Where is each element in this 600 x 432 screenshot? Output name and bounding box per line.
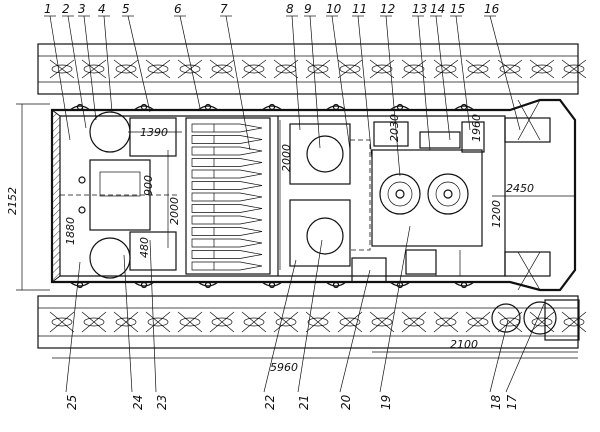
- dim-2030: 2030: [388, 114, 401, 142]
- dimension-labels: 2152 1390 1880 2000 2000 2030 1960 2450 …: [6, 114, 534, 374]
- callout-10: 10: [326, 2, 342, 16]
- callout-11: 11: [352, 2, 367, 16]
- transmission-compartment: [491, 99, 580, 341]
- dim-1390: 1390: [140, 126, 168, 139]
- callout-17: 17: [505, 394, 519, 410]
- callout-4: 4: [98, 2, 106, 16]
- callout-22: 22: [263, 395, 277, 410]
- dim-track-length: 2100: [450, 338, 478, 351]
- fighting-compartment: [277, 116, 371, 276]
- callout-9: 9: [304, 2, 312, 16]
- callout-5: 5: [122, 2, 130, 16]
- callout-14: 14: [430, 2, 445, 16]
- callout-18: 18: [489, 394, 503, 410]
- callout-1: 1: [44, 2, 52, 16]
- driver-compartment: [60, 111, 180, 279]
- callout-8: 8: [286, 2, 294, 16]
- dimension-lines: [16, 103, 578, 359]
- callout-19: 19: [379, 395, 393, 410]
- callout-16: 16: [484, 2, 500, 16]
- callout-25: 25: [65, 395, 79, 410]
- dim-2000-mid: 2000: [280, 144, 293, 172]
- dim-480: 480: [138, 237, 151, 258]
- bottom-track: [37, 295, 587, 349]
- callout-2: 2: [62, 2, 70, 16]
- engine-fan-left: [379, 173, 421, 215]
- callout-23: 23: [155, 395, 169, 410]
- dim-1200: 1200: [490, 200, 503, 228]
- engine-fan-right: [427, 173, 469, 215]
- callout-15: 15: [450, 2, 465, 16]
- engine-compartment: [351, 121, 485, 283]
- dim-900: 900: [142, 175, 155, 196]
- callout-12: 12: [380, 2, 395, 16]
- ammunition-rack: [185, 117, 271, 275]
- dim-2000-left: 2000: [168, 197, 181, 225]
- dim-overall-length: 5960: [270, 361, 298, 374]
- dim-1960: 1960: [470, 114, 483, 142]
- commander-hatch: [306, 135, 344, 173]
- callout-7: 7: [220, 2, 228, 16]
- callout-20: 20: [339, 394, 353, 410]
- bottom-track-links: [49, 311, 587, 333]
- callout-6: 6: [174, 2, 182, 16]
- gunner-hatch: [306, 217, 344, 255]
- callout-13: 13: [412, 2, 427, 16]
- drive-sprocket: [491, 303, 521, 333]
- dim-hull-width: 2152: [6, 187, 19, 215]
- dim-1880: 1880: [64, 217, 77, 245]
- dim-2450: 2450: [506, 182, 534, 195]
- callout-24: 24: [131, 395, 145, 410]
- callout-3: 3: [78, 2, 86, 16]
- callout-21: 21: [297, 395, 311, 410]
